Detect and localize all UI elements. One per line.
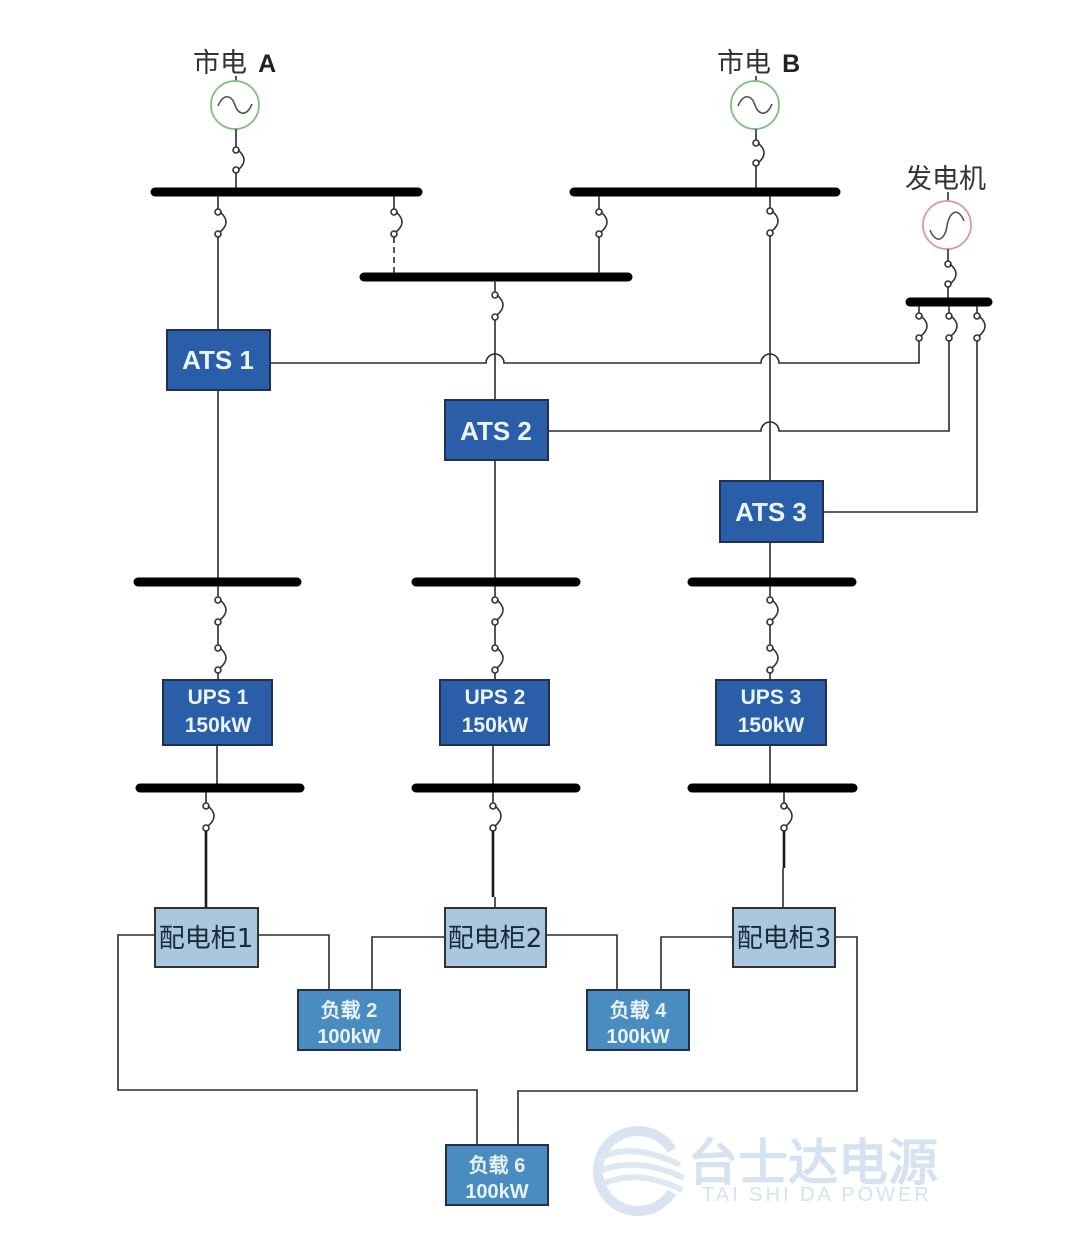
load2-box: 负载 2 100kW bbox=[297, 989, 401, 1051]
cabinet1-label: 配电柜1 bbox=[159, 924, 254, 954]
ats1-box: ATS 1 bbox=[166, 329, 271, 391]
cabinet3-label: 配电柜3 bbox=[737, 924, 832, 954]
cabinet3-box: 配电柜3 bbox=[732, 907, 836, 968]
breaker-icon bbox=[766, 196, 779, 237]
load6-power: 100kW bbox=[465, 1181, 528, 1203]
ups1-power: 150kW bbox=[185, 714, 252, 737]
ups3-name: UPS 3 bbox=[741, 686, 802, 709]
watermark-logo: 台士达电源 TAI SHI DA POWER bbox=[592, 1126, 938, 1216]
breaker-icon bbox=[491, 281, 504, 321]
load2-name: 负载 2 bbox=[321, 998, 378, 1022]
breaker-icon bbox=[752, 139, 765, 167]
load4-box: 负载 4 100kW bbox=[586, 989, 690, 1051]
gen-feed-ats3 bbox=[823, 341, 978, 513]
load4-name: 负载 4 bbox=[610, 998, 668, 1022]
double-breaker-icon bbox=[766, 586, 779, 680]
ups1-name: UPS 1 bbox=[188, 686, 249, 709]
ups2-box: UPS 2 150kW bbox=[439, 679, 550, 746]
ats2-box: ATS 2 bbox=[444, 399, 549, 461]
ats3-label: ATS 3 bbox=[735, 497, 807, 527]
breaker-icon bbox=[232, 146, 245, 174]
cabinet1-box: 配电柜1 bbox=[154, 907, 259, 968]
cabinet2-box: 配电柜2 bbox=[444, 907, 547, 968]
ats2-label: ATS 2 bbox=[460, 416, 532, 446]
load2-power: 100kW bbox=[317, 1026, 380, 1048]
ups1-box: UPS 1 150kW bbox=[162, 679, 273, 746]
utility-a-label: 市电 A bbox=[193, 48, 276, 79]
ups2-power: 150kW bbox=[462, 714, 529, 737]
gen-feed-ats1 bbox=[270, 341, 920, 364]
generator-label: 发电机 bbox=[905, 164, 986, 195]
double-breaker-icon bbox=[491, 586, 504, 680]
breaker-icon bbox=[390, 196, 403, 238]
breaker-icon bbox=[214, 196, 227, 238]
breaker-icon bbox=[202, 792, 215, 832]
ats3-box: ATS 3 bbox=[719, 480, 824, 543]
double-breaker-icon bbox=[214, 586, 227, 680]
breaker-icon bbox=[944, 260, 957, 288]
breaker-icon bbox=[915, 306, 928, 342]
watermark-brand-cn: 台士达电源 bbox=[688, 1134, 938, 1192]
cabinet2-label: 配电柜2 bbox=[448, 924, 543, 954]
generator-source: 发电机 bbox=[905, 164, 993, 342]
breaker-icon bbox=[489, 792, 502, 832]
gen-feed-ats2 bbox=[548, 341, 950, 432]
watermark-brand-en: TAI SHI DA POWER bbox=[702, 1184, 932, 1206]
breaker-icon bbox=[780, 792, 793, 832]
utility-b-label: 市电 B bbox=[717, 48, 800, 79]
wave-logo-icon bbox=[592, 1126, 686, 1216]
breaker-icon bbox=[945, 306, 958, 342]
ups3-power: 150kW bbox=[738, 714, 805, 737]
ups2-name: UPS 2 bbox=[465, 686, 526, 709]
load6-box: 负载 6 100kW bbox=[445, 1144, 549, 1206]
load6-name: 负载 6 bbox=[469, 1153, 526, 1177]
ups3-box: UPS 3 150kW bbox=[715, 679, 827, 746]
breaker-icon bbox=[973, 306, 986, 342]
ats1-label: ATS 1 bbox=[182, 345, 254, 375]
breaker-icon bbox=[595, 196, 608, 238]
utility-a-source: 市电 A bbox=[193, 48, 276, 190]
utility-b-source: 市电 B bbox=[717, 48, 800, 190]
load4-power: 100kW bbox=[606, 1026, 669, 1048]
